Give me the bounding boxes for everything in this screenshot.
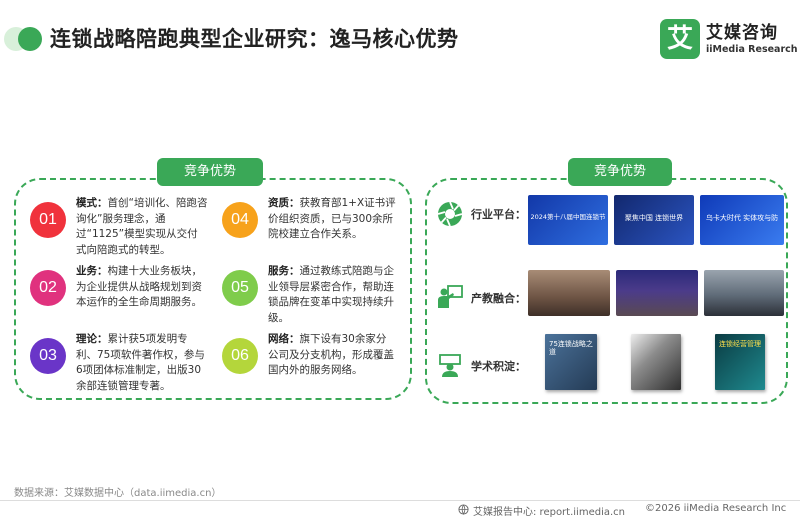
report-center-link[interactable]: 艾媒报告中心: report.iimedia.cn: [473, 507, 625, 518]
advantage-label: 理论：: [76, 333, 108, 345]
advantage-item: 02 业务：构建十大业务板块，为企业提供从战略规划到资本运作的全生命周期服务。: [30, 264, 230, 332]
advantage-text: 累计获5项发明专利、75项软件著作权，参与6项团体标准制定，出版30余部连锁管理…: [76, 333, 205, 392]
platform-image: 聚焦中国 连锁世界: [614, 195, 694, 245]
brand-logo: 艾 艾媒咨询 iiMedia Research: [660, 16, 798, 64]
advantage-text: 旗下设有30余家分公司及分支机构，形成覆盖国内外的服务网络。: [268, 333, 394, 376]
right-panel-heading: 竞争优势: [568, 158, 672, 186]
page-title: 连锁战略陪跑典型企业研究：逸马核心优势: [50, 27, 459, 51]
title-decoration-icon: [4, 26, 44, 52]
advantage-item: 05 服务：通过教练式陪跑与企业领导层紧密合作，帮助连锁品牌在变革中实现持续升级…: [222, 264, 422, 332]
advantage-text: 获教育部1+X证书评价组织资质，已与300余所院校建立合作关系。: [268, 197, 396, 240]
advantage-label: 服务：: [268, 265, 300, 277]
brand-name-cn: 艾媒咨询: [706, 23, 778, 43]
row-label: 学术积淀：: [471, 360, 526, 373]
number-badge: 01: [30, 202, 66, 238]
book-cover: [631, 334, 681, 390]
advantage-label: 模式：: [76, 197, 108, 209]
scholar-icon: [439, 354, 461, 377]
education-image: [704, 270, 784, 316]
globe-icon: [458, 504, 469, 515]
footer-divider: [0, 500, 800, 501]
brand-name-en: iiMedia Research: [706, 44, 798, 55]
data-source-note: 数据来源：艾媒数据中心（data.iimedia.cn）: [14, 488, 222, 499]
book-cover: 75连锁战略之道: [545, 334, 597, 390]
education-image: [528, 270, 610, 316]
advantage-label: 业务：: [76, 265, 108, 277]
number-badge: 03: [30, 338, 66, 374]
advantage-text: 构建十大业务板块，为企业提供从战略规划到资本运作的全生命周期服务。: [76, 265, 202, 308]
advantage-item: 01 模式：首创“培训化、陪跑咨询化”服务理念，通过“1125”模型实现从交付式…: [30, 196, 230, 264]
number-badge: 05: [222, 270, 258, 306]
aperture-icon: [437, 201, 463, 227]
advantage-text: 首创“培训化、陪跑咨询化”服务理念，通过“1125”模型实现从交付式向陪跑式的转…: [76, 197, 208, 256]
left-panel-heading: 竞争优势: [157, 158, 263, 186]
platform-image: 2024第十八届中国连锁节: [528, 195, 608, 245]
number-badge: 02: [30, 270, 66, 306]
advantage-item: 06 网络：旗下设有30余家分公司及分支机构，形成覆盖国内外的服务网络。: [222, 332, 422, 400]
book-cover: 连锁经营管理: [715, 334, 765, 390]
advantage-item: 04 资质：获教育部1+X证书评价组织资质，已与300余所院校建立合作关系。: [222, 196, 422, 264]
teacher-icon: [438, 285, 463, 308]
row-label: 产教融合：: [471, 292, 526, 305]
number-badge: 06: [222, 338, 258, 374]
advantage-text: 通过教练式陪跑与企业领导层紧密合作，帮助连锁品牌在变革中实现持续升级。: [268, 265, 394, 324]
number-badge: 04: [222, 202, 258, 238]
advantage-label: 网络：: [268, 333, 300, 345]
platform-image: 乌卡大时代 实体攻与防: [700, 195, 784, 245]
education-image: [616, 270, 698, 316]
row-label: 行业平台：: [471, 208, 526, 221]
advantage-label: 资质：: [268, 197, 300, 209]
copyright: ©2026 iiMedia Research Inc: [645, 503, 787, 514]
brand-mark-icon: 艾: [660, 19, 700, 59]
advantage-item: 03 理论：累计获5项发明专利、75项软件著作权，参与6项团体标准制定，出版30…: [30, 332, 230, 400]
